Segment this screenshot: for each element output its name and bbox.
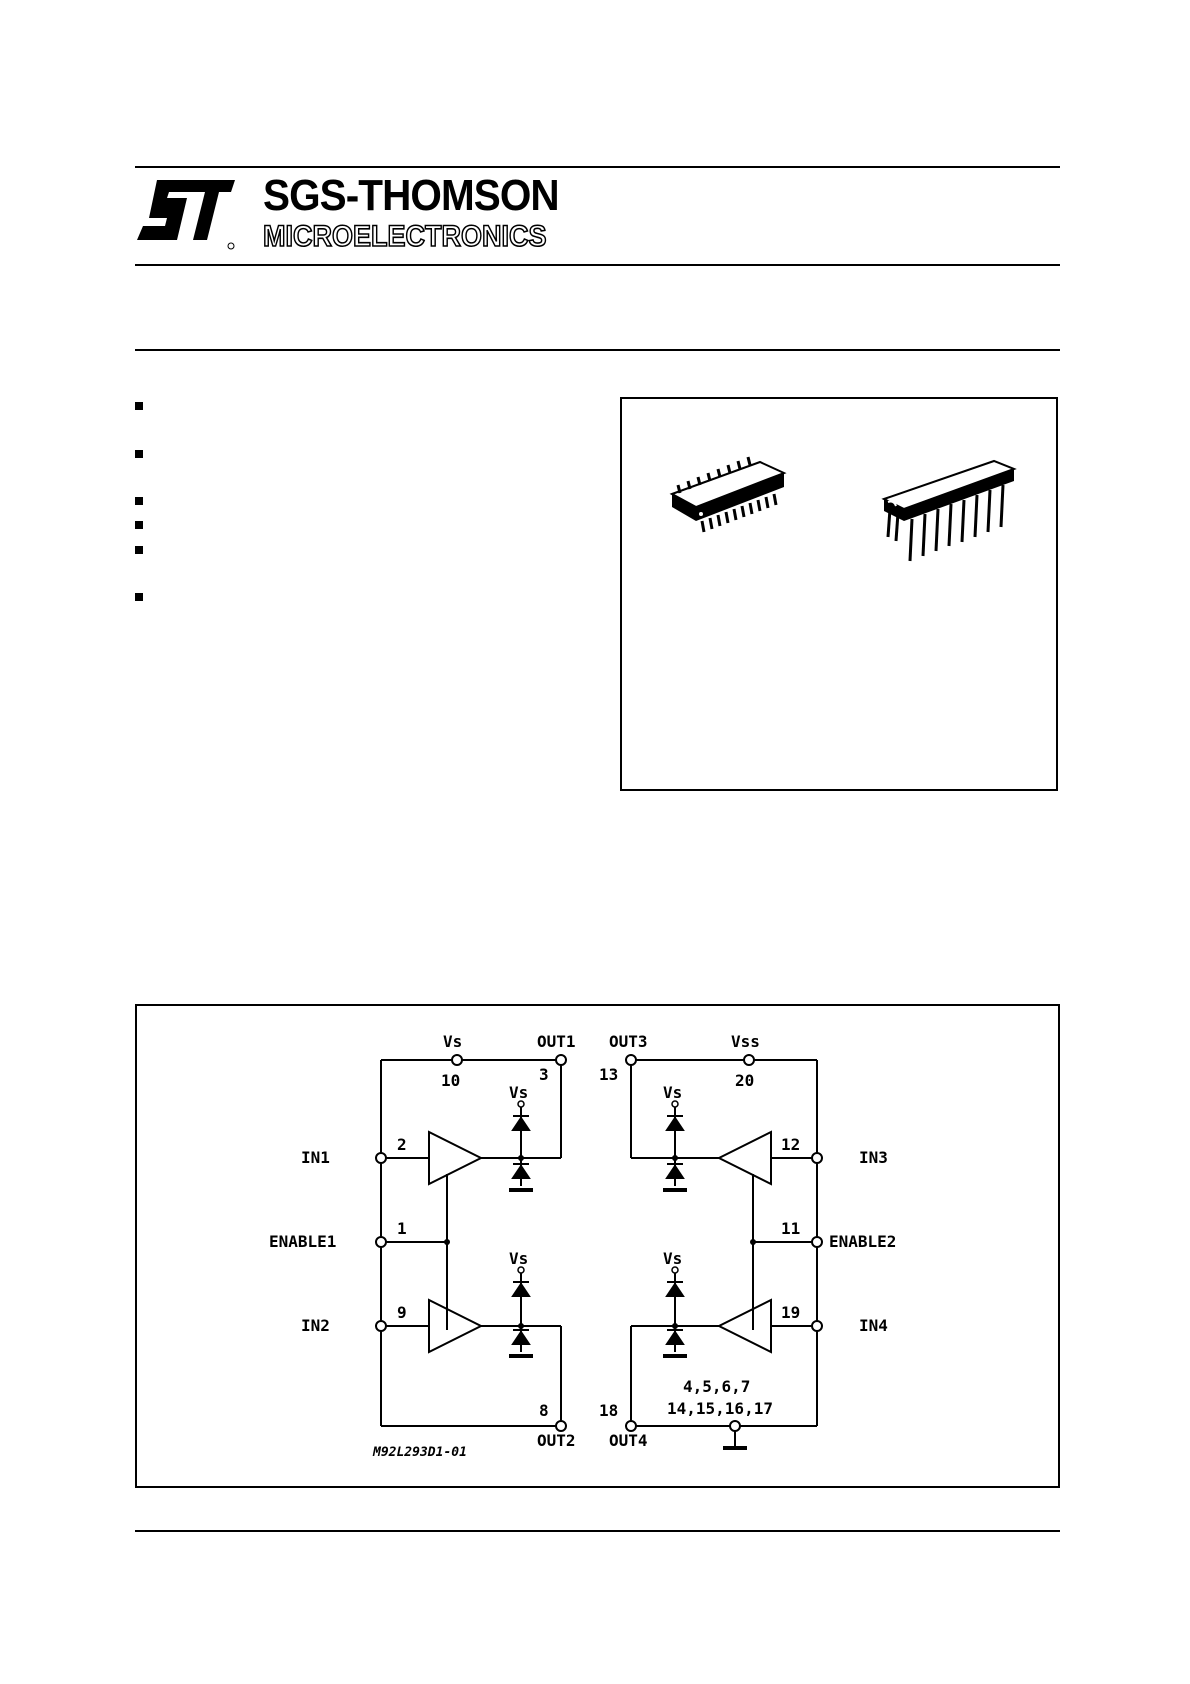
label-vs-top: Vs: [443, 1032, 462, 1051]
brand-subtitle: MICROELECTRONICS: [262, 220, 547, 253]
pin-13: 13: [599, 1065, 618, 1084]
diagram-ref: M92L293D1-01: [372, 1445, 467, 1460]
label-vs-1: Vs: [509, 1083, 528, 1102]
pins-ground-b: 14,15,16,17: [667, 1399, 773, 1418]
so20-package-icon: [669, 456, 787, 533]
label-in1: IN1: [301, 1148, 330, 1167]
label-in3: IN3: [859, 1148, 888, 1167]
label-out1: OUT1: [537, 1032, 576, 1051]
label-out2: OUT2: [537, 1431, 576, 1450]
label-enable2: ENABLE2: [829, 1232, 896, 1251]
package-box: [620, 397, 1058, 791]
feature-bullet: [135, 450, 143, 458]
block-diagram: Vs OUT1 OUT3 Vss 10 3 13 20 Vs Vs Vs Vs …: [269, 1032, 896, 1460]
feature-bullet: [135, 546, 143, 554]
pin-18: 18: [599, 1401, 618, 1420]
feature-bullet: [135, 497, 143, 505]
header-top-rule: [135, 166, 1060, 168]
block-diagram-box: Vs OUT1 OUT3 Vss 10 3 13 20 Vs Vs Vs Vs …: [135, 1004, 1060, 1488]
pin-2: 2: [397, 1135, 407, 1154]
label-out4: OUT4: [609, 1431, 648, 1450]
pins-ground-a: 4,5,6,7: [683, 1377, 750, 1396]
pin-10: 10: [441, 1071, 460, 1090]
label-vss: Vss: [731, 1032, 760, 1051]
dip20-package-icon: [881, 459, 1017, 562]
brand-name: SGS-THOMSON: [263, 171, 560, 220]
pin-11: 11: [781, 1219, 800, 1238]
pin-19: 19: [781, 1303, 800, 1322]
pin-8: 8: [539, 1401, 549, 1420]
pin-3: 3: [539, 1065, 549, 1084]
header-bottom-rule: [135, 264, 1060, 266]
pin-20: 20: [735, 1071, 754, 1090]
pin-9: 9: [397, 1303, 407, 1322]
feature-bullet: [135, 402, 143, 410]
label-vs-4: Vs: [663, 1249, 682, 1268]
title-rule: [135, 349, 1060, 351]
label-in4: IN4: [859, 1316, 888, 1335]
st-logo-icon: [135, 178, 237, 255]
label-vs-2: Vs: [509, 1249, 528, 1268]
footer-rule: [135, 1530, 1060, 1532]
label-vs-3: Vs: [663, 1083, 682, 1102]
feature-bullet: [135, 521, 143, 529]
label-out3: OUT3: [609, 1032, 648, 1051]
pin-1: 1: [397, 1219, 407, 1238]
feature-bullet: [135, 593, 143, 601]
label-in2: IN2: [301, 1316, 330, 1335]
pin-12: 12: [781, 1135, 800, 1154]
label-enable1: ENABLE1: [269, 1232, 336, 1251]
